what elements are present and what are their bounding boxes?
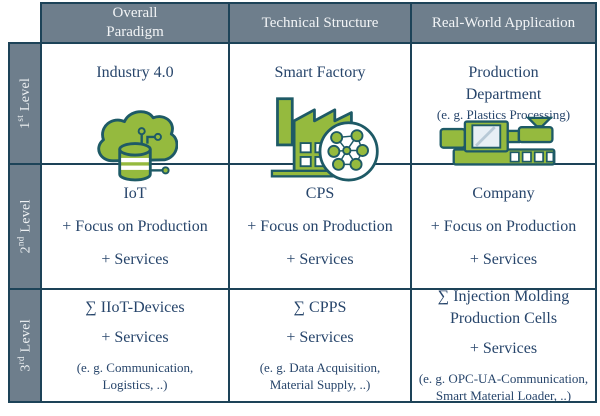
injection-molding-machine-icon <box>438 116 570 170</box>
cell-line: + Services <box>101 329 169 347</box>
cell-note: (e. g. Communication, Logistics, ..) <box>76 360 194 393</box>
cell-line: IoT <box>123 184 147 202</box>
cell-title: Industry 4.0 <box>96 64 174 81</box>
cell-line: CPS <box>305 184 335 202</box>
cell-title: ∑ CPPS <box>293 298 347 316</box>
cell-line: + Services <box>469 340 538 358</box>
cell-line: Company <box>472 184 535 202</box>
cell-title: Smart Factory <box>274 64 366 81</box>
cell-title: ∑ IIoT-Devices <box>85 298 185 316</box>
cell-cpps: ∑ CPPS + Services (e. g. Data Acquisitio… <box>228 288 410 403</box>
iot-cloud-icon <box>92 105 179 187</box>
cell-iot: IoT + Focus on Production + Services <box>40 163 228 288</box>
row-label-text: 3rd Level <box>15 319 34 372</box>
cell-cps: CPS + Focus on Production + Services <box>228 163 410 288</box>
cell-line: + Focus on Production <box>430 217 577 235</box>
column-header-technical-structure: Technical Structure <box>228 2 410 42</box>
cell-company: Company + Focus on Production + Services <box>410 163 597 288</box>
row-label-1st-level: 1st Level <box>8 42 40 163</box>
corner-spacer <box>8 2 40 42</box>
row-label-2nd-level: 2nd Level <box>8 163 40 288</box>
cell-note: (e. g. Data Acquisition, Material Supply… <box>259 360 381 393</box>
cell-line: + Focus on Production <box>247 217 393 235</box>
row-label-text: 2nd Level <box>15 199 34 254</box>
cell-smart-factory: Smart Factory <box>228 42 410 182</box>
cell-industry-4-0: Industry 4.0 <box>40 42 228 182</box>
cell-line: + Services <box>101 250 169 268</box>
row-label-3rd-level: 3rd Level <box>8 288 40 403</box>
cell-note: (e. g. Plastics Processing) <box>436 107 571 123</box>
cell-injection-molding-production-cells: ∑ Injection Molding Production Cells + S… <box>410 288 597 403</box>
levels-matrix-figure: Overall Paradigm Technical Structure Rea… <box>8 2 597 403</box>
cell-note: (e. g. OPC-UA-Communication, Smart Mater… <box>418 371 589 404</box>
column-header-overall-paradigm: Overall Paradigm <box>40 2 228 42</box>
cell-iiot-devices: ∑ IIoT-Devices + Services (e. g. Communi… <box>40 288 228 403</box>
cell-title: Production Department <box>465 64 542 103</box>
cell-production-department: Production Department (e. g. Plastics Pr… <box>410 42 597 166</box>
cell-line: + Focus on Production <box>62 217 208 235</box>
cell-title: ∑ Injection Molding Production Cells <box>437 288 570 327</box>
cell-line: + Services <box>286 250 354 268</box>
cell-line: + Services <box>469 250 538 268</box>
row-label-text: 1st Level <box>15 77 34 130</box>
smart-factory-icon <box>259 93 381 183</box>
column-header-real-world-application: Real-World Application <box>410 2 597 42</box>
cell-line: + Services <box>286 329 354 347</box>
